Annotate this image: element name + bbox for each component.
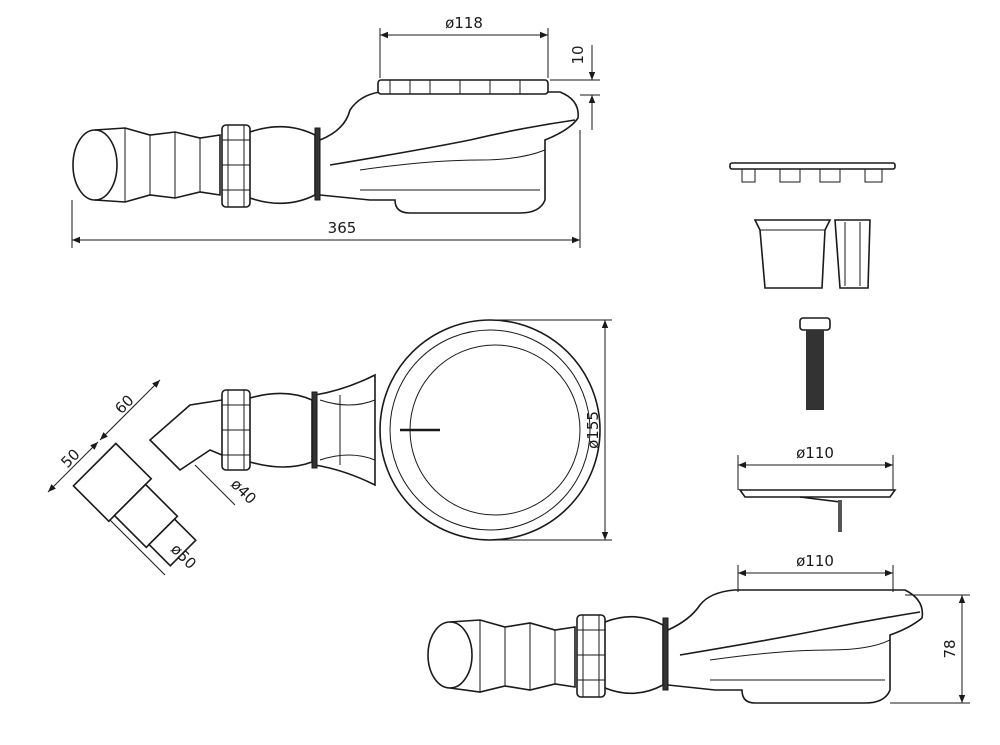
label-bottom-height: 78 <box>941 639 959 658</box>
dimension-flange-height: 10 <box>550 45 600 130</box>
label-top-flange-diameter: ø118 <box>445 14 483 32</box>
label-bottom-flange-diameter: ø110 <box>796 552 834 570</box>
bolt-part <box>799 317 831 410</box>
cup-parts <box>753 219 871 289</box>
dimension-overall-length: 365 <box>71 130 581 248</box>
drain-side-view-bottom <box>427 589 924 704</box>
label-cover-diameter: ø110 <box>796 444 834 462</box>
drain-side-view-top <box>72 79 579 214</box>
label-elbow-50: 50 <box>57 445 83 471</box>
dimension-bottom-height: 78 <box>890 594 970 704</box>
dimension-top-flange: ø118 <box>379 14 549 78</box>
label-body-diameter: ø155 <box>584 411 602 449</box>
label-flange-height: 10 <box>569 45 587 64</box>
label-overall-length: 365 <box>328 219 357 237</box>
label-outlet-40: ø40 <box>227 475 260 508</box>
dimension-bottom-flange: ø110 <box>737 552 894 592</box>
grate-part <box>729 162 896 183</box>
cover-part: ø110 <box>737 444 897 532</box>
label-elbow-60: 60 <box>111 391 137 417</box>
dimension-body-diameter: ø155 <box>490 319 612 541</box>
drain-top-view <box>72 319 601 567</box>
